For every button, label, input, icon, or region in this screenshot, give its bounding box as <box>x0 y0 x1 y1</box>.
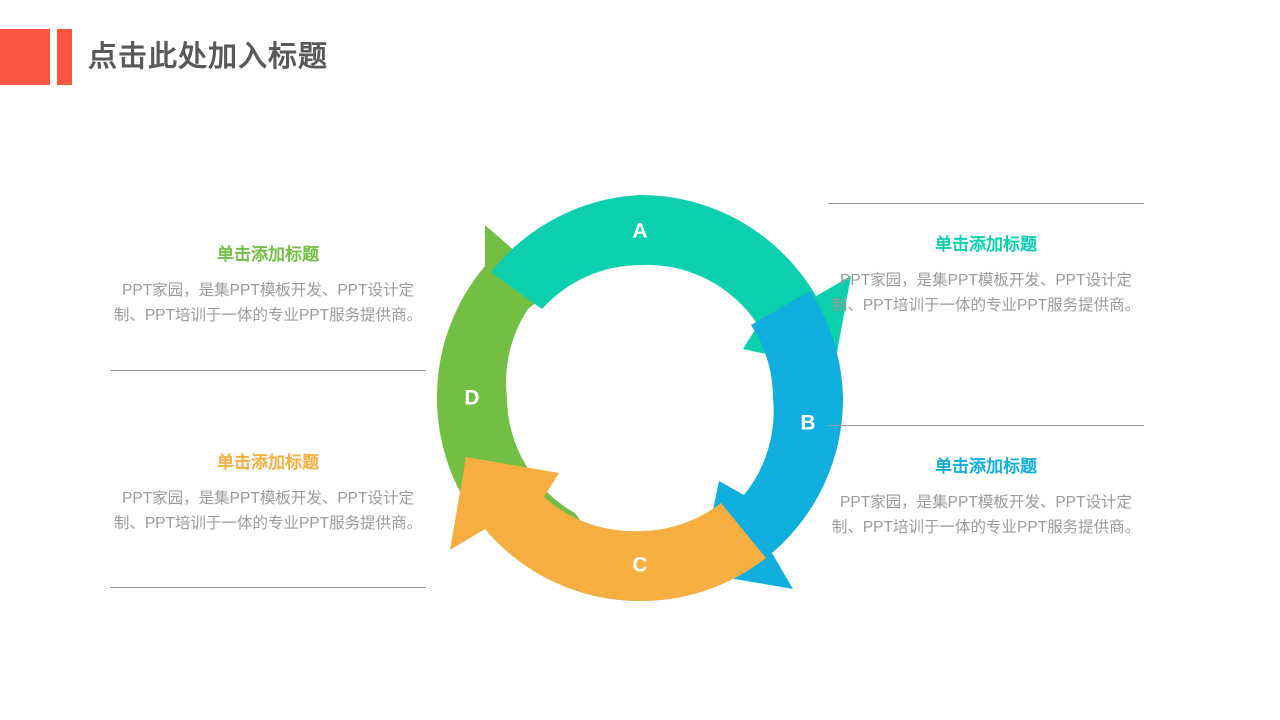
ring-segment-a-label: A <box>632 220 647 243</box>
text-block-bottom-right-title[interactable]: 单击添加标题 <box>935 457 1037 476</box>
header-accent-block-narrow <box>57 29 72 85</box>
text-block-top-right-title[interactable]: 单击添加标题 <box>935 235 1037 254</box>
text-block-bottom-left-body: PPT家园，是集PPT模板开发、PPT设计定制、PPT培训于一体的专业PPT服务… <box>113 490 423 532</box>
ring-segment-c-label: C <box>632 554 647 577</box>
divider-bottom-left <box>110 587 426 588</box>
text-block-bottom-left[interactable]: 单击添加标题 PPT家园，是集PPT模板开发、PPT设计定制、PPT培训于一体的… <box>110 451 426 536</box>
divider-top-right <box>828 203 1144 204</box>
text-block-top-right-body: PPT家园，是集PPT模板开发、PPT设计定制、PPT培训于一体的专业PPT服务… <box>831 272 1141 314</box>
ring-segment-b-label: B <box>800 412 815 435</box>
text-block-top-right[interactable]: 单击添加标题 PPT家园，是集PPT模板开发、PPT设计定制、PPT培训于一体的… <box>828 233 1144 318</box>
divider-bottom-right <box>828 425 1144 426</box>
ring-segment-c[interactable]: C <box>450 457 766 602</box>
divider-top-left <box>110 370 426 371</box>
ring-segment-d-label: D <box>464 387 479 410</box>
text-block-top-left[interactable]: 单击添加标题 PPT家园，是集PPT模板开发、PPT设计定制、PPT培训于一体的… <box>110 243 426 328</box>
slide-header: 点击此处加入标题 <box>0 0 1280 120</box>
header-accent-block-wide <box>0 29 50 85</box>
text-block-bottom-left-title[interactable]: 单击添加标题 <box>217 453 319 472</box>
cycle-ring-diagram: D A B C <box>410 175 870 625</box>
text-block-top-left-title[interactable]: 单击添加标题 <box>217 245 319 264</box>
page-title: 点击此处加入标题 <box>88 41 329 73</box>
text-block-bottom-right[interactable]: 单击添加标题 PPT家园，是集PPT模板开发、PPT设计定制、PPT培训于一体的… <box>828 455 1144 540</box>
ring-segment-b[interactable]: B <box>700 291 844 589</box>
text-block-top-left-body: PPT家园，是集PPT模板开发、PPT设计定制、PPT培训于一体的专业PPT服务… <box>113 282 423 324</box>
text-block-bottom-right-body: PPT家园，是集PPT模板开发、PPT设计定制、PPT培训于一体的专业PPT服务… <box>831 494 1141 536</box>
